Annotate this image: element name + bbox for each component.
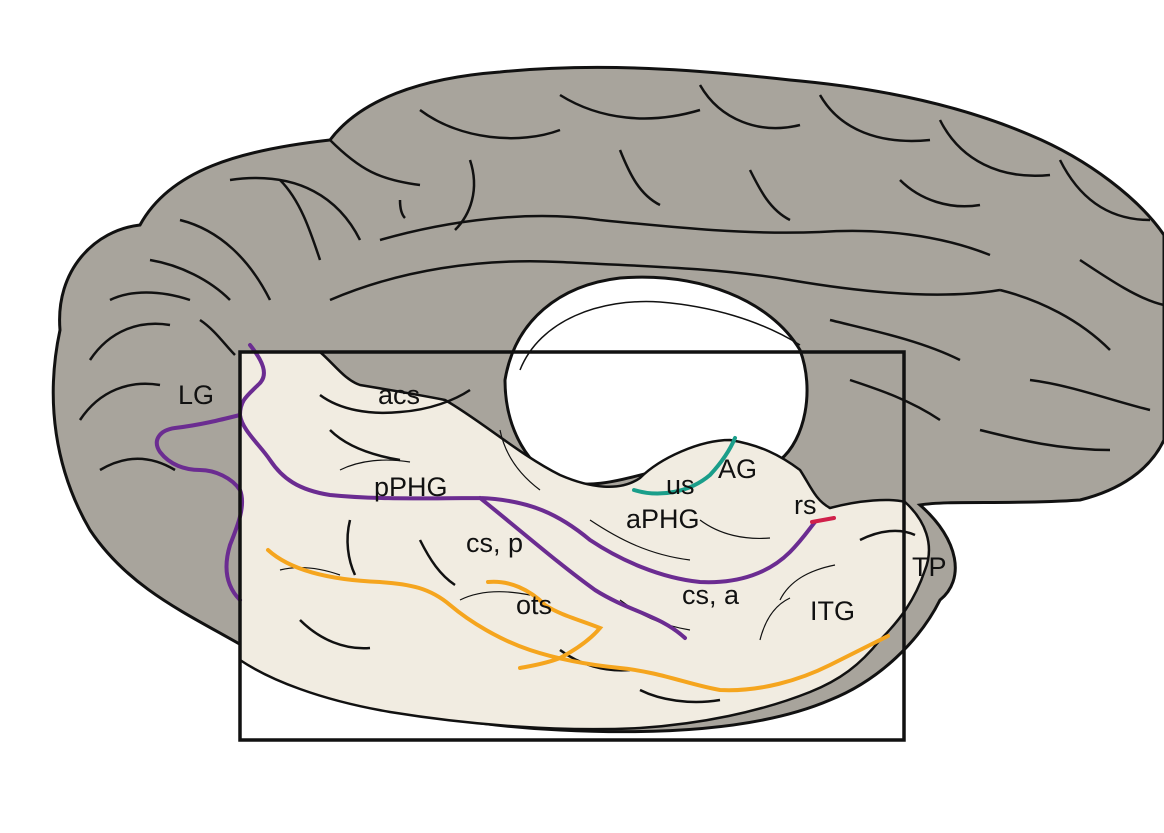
- label-anterior-calcarine-sulcus: acs: [378, 380, 420, 410]
- rhinal-sulcus-line: [810, 516, 836, 524]
- label-posterior-parahippocampal-gyrus: pPHG: [374, 472, 448, 502]
- fornix-line: [519, 300, 801, 371]
- medial-temporal-region: [238, 350, 931, 731]
- label-temporal-pole: TP: [912, 552, 947, 582]
- label-ambient-gyrus: AG: [718, 454, 757, 484]
- medial-temporal-sulci: [279, 388, 916, 704]
- label-occipitotemporal-sulcus: ots: [516, 590, 552, 620]
- region-of-interest-box: [238, 350, 906, 742]
- label-collateral-sulcus-anterior: cs, a: [682, 580, 740, 610]
- label-rhinal-sulcus: rs: [794, 490, 817, 520]
- label-lingual-gyrus: LG: [178, 380, 214, 410]
- uncal-sulcus-line: [632, 436, 737, 496]
- label-uncal-sulcus: us: [666, 470, 695, 500]
- label-inferior-temporal-gyrus: ITG: [810, 596, 855, 626]
- label-collateral-sulcus-posterior: cs, p: [466, 528, 523, 558]
- cortical-sulci: [78, 84, 1164, 472]
- occipitotemporal-sulcus-line: [266, 548, 890, 693]
- label-anterior-parahippocampal-gyrus: aPHG: [626, 504, 700, 534]
